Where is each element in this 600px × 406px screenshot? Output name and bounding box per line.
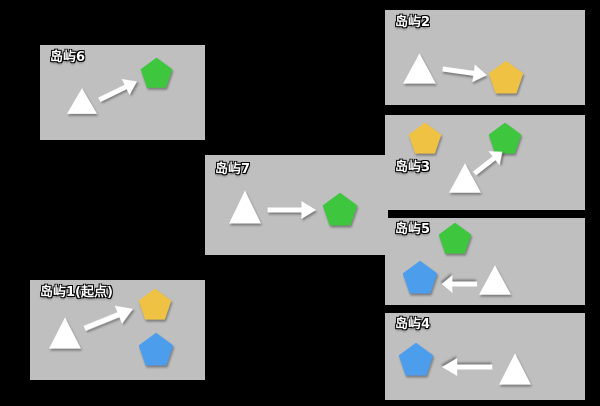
island-panel-1-start: 岛屿1(起点) bbox=[30, 280, 205, 380]
green-pentagon-icon bbox=[322, 192, 358, 226]
island-2-label: 岛屿2 bbox=[395, 15, 431, 30]
arrow-icon bbox=[441, 358, 493, 376]
island-5-label: 岛屿5 bbox=[395, 222, 431, 237]
green-pentagon-icon bbox=[140, 57, 173, 88]
player-triangle-icon bbox=[479, 265, 511, 295]
arrow-icon bbox=[441, 275, 478, 293]
green-pentagon-icon bbox=[488, 122, 522, 154]
island-7-label: 岛屿7 bbox=[215, 162, 251, 177]
island-panel-7: 岛屿7 bbox=[205, 155, 388, 255]
blue-pentagon-icon bbox=[402, 260, 438, 294]
yellow-pentagon-icon bbox=[138, 288, 172, 320]
green-pentagon-icon bbox=[438, 222, 472, 254]
player-triangle-icon bbox=[66, 88, 98, 114]
arrow-icon bbox=[442, 64, 487, 83]
arrow-icon bbox=[98, 78, 138, 103]
yellow-pentagon-icon bbox=[488, 60, 524, 94]
player-triangle-icon bbox=[49, 317, 81, 349]
island-panel-6: 岛屿6 bbox=[40, 45, 205, 140]
island-6-label: 岛屿6 bbox=[50, 50, 86, 65]
island-1-label: 岛屿1(起点) bbox=[40, 285, 113, 300]
yellow-pentagon-icon bbox=[408, 122, 442, 154]
island-4-label: 岛屿4 bbox=[395, 317, 431, 332]
arrow-icon bbox=[267, 201, 317, 219]
arrow-icon bbox=[472, 151, 503, 176]
island-panel-4: 岛屿4 bbox=[385, 313, 585, 400]
island-panel-2: 岛屿2 bbox=[385, 10, 585, 105]
arrow-icon bbox=[83, 305, 134, 331]
player-triangle-icon bbox=[403, 53, 436, 84]
player-triangle-icon bbox=[499, 353, 531, 385]
blue-pentagon-icon bbox=[138, 332, 174, 366]
island-panel-3: 岛屿3 bbox=[385, 115, 585, 210]
blue-pentagon-icon bbox=[398, 342, 434, 376]
player-triangle-icon bbox=[229, 190, 261, 224]
island-3-label: 岛屿3 bbox=[395, 160, 431, 175]
player-triangle-icon bbox=[449, 163, 481, 193]
island-panel-5: 岛屿5 bbox=[385, 218, 585, 305]
